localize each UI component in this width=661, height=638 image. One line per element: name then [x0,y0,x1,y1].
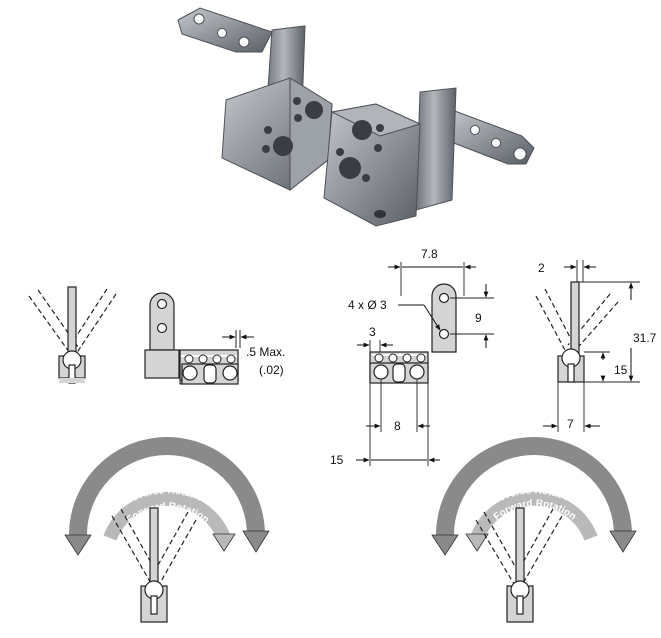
dim-hole-spec: 4 x Ø 3 [348,298,387,312]
dim-hole-spacing: 9 [475,311,482,325]
dim-hole-pitch: 8 [394,419,401,433]
hinge-photo-left [177,7,333,192]
max-gap-label: .5 Max. [246,345,285,359]
dim-width-top: 7.8 [421,247,438,261]
side-view-left [28,286,117,384]
side-view-right [535,260,640,432]
front-view [144,292,254,385]
dim-total-height: 31.7 [633,331,657,345]
dim-overall-width: 15 [330,453,344,467]
dim-base-width: 7 [567,417,574,431]
dimensioned-front-view [356,262,494,466]
dim-body-height: 15 [614,363,628,377]
rotation-diagram-left: Reverse Rotation Forward Rotation [64,437,270,623]
dim-leaf-thickness: 2 [538,261,545,275]
rotation-diagram-right: Reverse Rotation Forward Rotation [431,437,637,623]
dim-offset-small: 3 [369,325,376,339]
hinge-photo-right [323,87,535,227]
max-gap-sublabel: (.02) [259,363,284,377]
